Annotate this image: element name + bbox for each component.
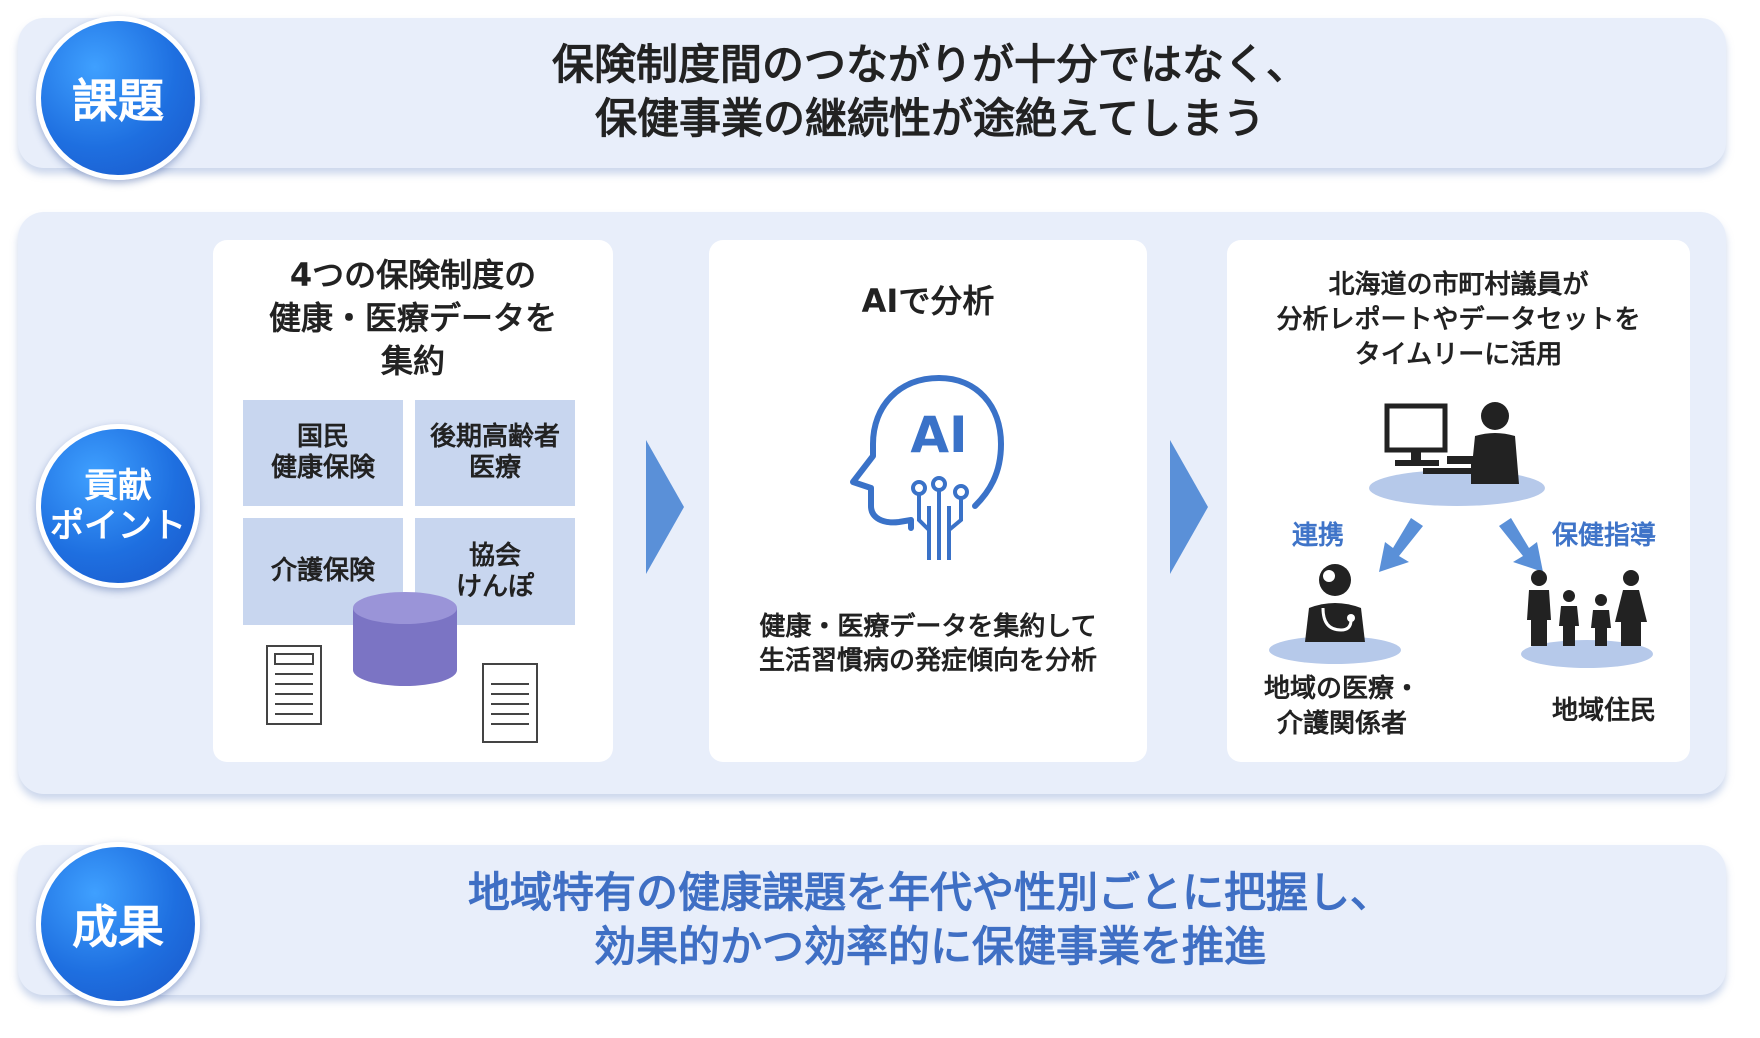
database-icon — [353, 592, 457, 686]
local-residents-label: 地域住民 — [1551, 696, 1656, 726]
result-band — [18, 845, 1726, 995]
use-title-line-1: 北海道の市町村議員が — [1328, 270, 1589, 300]
result-badge: 成果 — [36, 842, 200, 1006]
council-member-computer-icon — [1369, 402, 1545, 506]
contribution-badge-line-2: ポイント — [50, 506, 186, 546]
contribution-badge-line-1: 貢献 — [84, 466, 152, 506]
chevron-right-icon — [1170, 440, 1208, 574]
data-aggregation-card: 4つの保険制度の 健康・医療データを 集約 国民 健康保険 後期高齢者 医療 介… — [213, 240, 613, 762]
use-title-line-3: タイムリーに活用 — [1354, 340, 1563, 370]
utilization-card: 北海道の市町村議員が 分析レポートやデータセットを タイムリーに活用 連携 保健… — [1227, 240, 1690, 762]
tile-late-elderly-medical: 後期高齢者 医療 — [415, 400, 575, 506]
ai-desc-line-1: 健康・医療データを集約して — [759, 612, 1097, 642]
tile-4-line-2: けんぽ — [455, 571, 534, 602]
tile-4-line-1: 協会 — [468, 540, 521, 571]
use-title-line-2: 分析レポートやデータセットを — [1276, 305, 1641, 335]
ai-desc-line-2: 生活習慣病の発症傾向を分析 — [758, 646, 1097, 676]
data-title-line-1: 4つの保険制度の — [289, 256, 537, 294]
doctor-icon — [1269, 564, 1401, 664]
issue-statement: 保険制度間のつながりが十分ではなく、 保健事業の継続性が途絶えてしまう — [200, 38, 1660, 146]
issue-badge-label: 課題 — [72, 74, 164, 128]
result-statement: 地域特有の健康課題を年代や性別ごとに把握し、 効果的かつ効率的に保健事業を推進 — [200, 866, 1660, 974]
issue-line-2: 保健事業の継続性が途絶えてしまう — [595, 94, 1265, 143]
ai-icon-text: AI — [910, 406, 967, 464]
tile-2-line-2: 医療 — [468, 453, 521, 483]
medical-label-line-2: 介護関係者 — [1276, 709, 1407, 739]
link-label: 連携 — [1292, 521, 1345, 551]
tile-2-line-1: 後期高齢者 — [429, 422, 560, 452]
document-icon — [266, 645, 322, 725]
arrow-down-left-icon — [1379, 518, 1423, 572]
medical-care-workers-label: 地域の医療・ 介護関係者 — [1227, 672, 1457, 742]
data-title-line-2: 健康・医療データを — [268, 299, 557, 337]
health-guidance-label: 保健指導 — [1552, 521, 1657, 551]
chevron-right-icon — [646, 440, 684, 574]
tile-1-line-1: 国民 — [296, 422, 349, 452]
ai-card-title: AIで分析 — [861, 282, 995, 320]
result-line-2: 効果的かつ効率的に保健事業を推進 — [593, 922, 1266, 971]
residents-family-icon — [1521, 570, 1653, 668]
result-badge-label: 成果 — [72, 900, 164, 954]
issue-band — [18, 18, 1726, 168]
contribution-badge: 貢献 ポイント — [36, 424, 200, 588]
data-card-title: 4つの保険制度の 健康・医療データを 集約 — [213, 254, 613, 383]
result-line-1: 地域特有の健康課題を年代や性別ごとに把握し、 — [467, 868, 1392, 917]
ai-head-icon: AI — [850, 375, 1005, 560]
document-icon — [482, 663, 538, 743]
data-title-line-3: 集約 — [380, 342, 445, 380]
ai-card-description: 健康・医療データを集約して 生活習慣病の発症傾向を分析 — [709, 610, 1147, 678]
tile-1-line-2: 健康保険 — [270, 453, 375, 483]
tile-3-line-1: 介護保険 — [270, 556, 375, 586]
arrow-down-right-icon — [1499, 518, 1543, 572]
ai-analysis-card: AIで分析 AI 健康・医療データを集約して 生活習慣病の発症傾向を分析 — [709, 240, 1147, 762]
medical-label-line-1: 地域の医療・ — [1263, 674, 1420, 704]
issue-line-1: 保険制度間のつながりが十分ではなく、 — [551, 40, 1308, 89]
issue-badge: 課題 — [36, 16, 200, 180]
utilization-card-title: 北海道の市町村議員が 分析レポートやデータセットを タイムリーに活用 — [1227, 268, 1690, 373]
tile-national-health-insurance: 国民 健康保険 — [243, 400, 403, 506]
